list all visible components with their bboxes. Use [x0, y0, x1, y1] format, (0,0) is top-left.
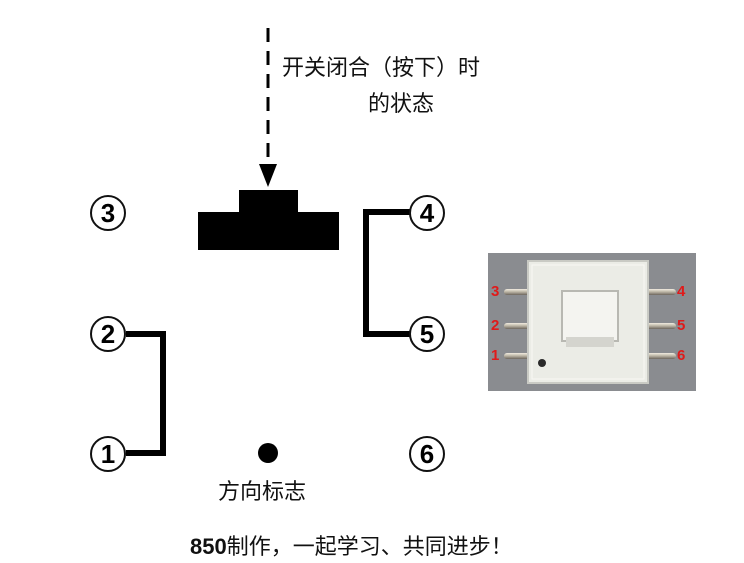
switch-plunger	[561, 290, 619, 342]
terminal-3: 3	[90, 195, 126, 231]
footer-credit-bold: 850	[190, 534, 227, 559]
photo-label-6: 6	[677, 347, 686, 364]
pin-5	[646, 323, 676, 329]
button-cap	[239, 190, 298, 214]
photo-label-5: 5	[677, 317, 686, 334]
photo-label-4: 4	[677, 283, 686, 300]
footer-credit-text: 制作，一起学习、共同进步！	[226, 535, 513, 560]
orientation-dot-icon	[258, 443, 278, 463]
pin-1	[504, 353, 534, 359]
state-caption-line-1: 开关闭合（按下）时	[282, 56, 481, 81]
footer-credit: 850制作，一起学习、共同进步！	[190, 529, 513, 561]
pin-4	[646, 289, 676, 295]
pin-6	[646, 353, 676, 359]
switch-photo: 3 2 1 4 5 6	[488, 253, 696, 391]
photo-label-1: 1	[491, 347, 500, 364]
switch-photo-drawing	[488, 253, 696, 391]
terminal-5: 5	[409, 316, 445, 352]
pin-2	[504, 323, 534, 329]
button-base	[198, 212, 339, 250]
photo-label-2: 2	[491, 317, 500, 334]
orientation-mark-label: 方向标志	[218, 480, 307, 505]
pin-3	[504, 289, 534, 295]
photo-label-3: 3	[491, 283, 500, 300]
state-caption-line-2: 的状态	[368, 92, 435, 117]
terminal-6: 6	[409, 436, 445, 472]
jumper-2-1	[126, 331, 166, 456]
terminal-1: 1	[90, 436, 126, 472]
down-arrow-icon	[259, 164, 277, 187]
terminal-2: 2	[90, 316, 126, 352]
terminal-4: 4	[409, 195, 445, 231]
jumper-4-5	[363, 209, 410, 337]
orientation-dot-photo	[538, 359, 546, 367]
